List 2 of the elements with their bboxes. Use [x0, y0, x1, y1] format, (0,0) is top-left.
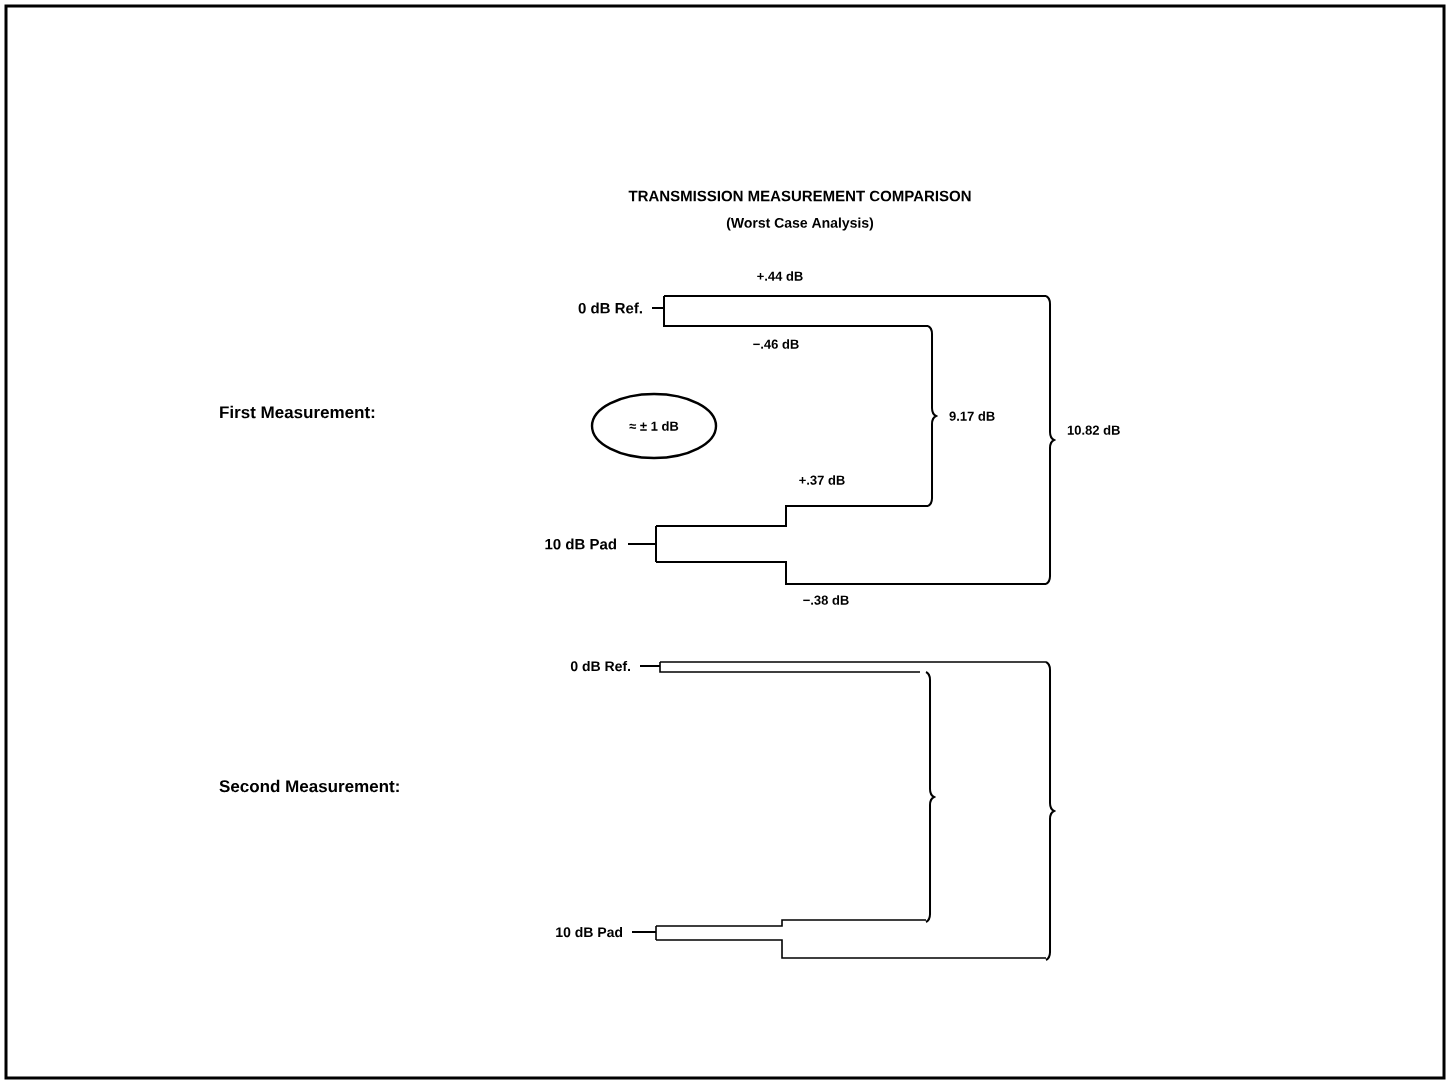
measurement-label: Second Measurement:	[219, 779, 399, 793]
measurement-label: First Measurement:	[220, 405, 375, 419]
